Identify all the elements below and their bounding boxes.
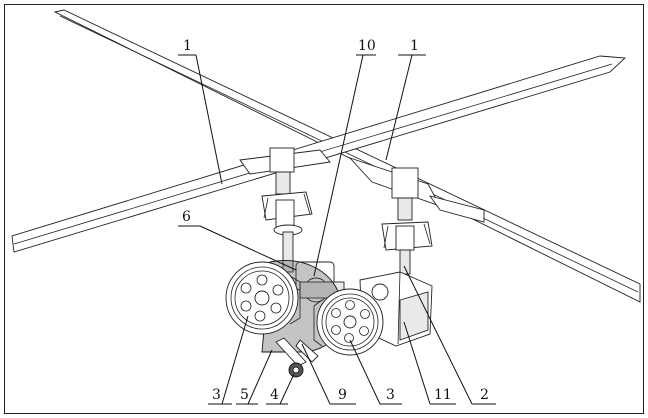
label-2: 2 (480, 387, 489, 403)
label-9: 9 (338, 387, 347, 403)
figure-frame (4, 4, 644, 414)
label-1-right: 1 (410, 38, 419, 54)
leader-lines (178, 54, 496, 405)
label-4: 4 (270, 387, 279, 403)
label-6: 6 (182, 209, 191, 225)
label-3-left: 3 (212, 387, 221, 403)
label-10: 10 (358, 38, 376, 54)
label-11: 11 (434, 387, 452, 403)
left-pulley (225, 261, 301, 335)
right-pulley (313, 288, 384, 356)
label-1-left: 1 (183, 38, 192, 54)
label-3-right: 3 (386, 387, 395, 403)
right-rotor-hub (348, 157, 485, 275)
central-shaft-assembly (295, 261, 345, 303)
tension-linkage (275, 337, 319, 378)
label-5: 5 (240, 387, 249, 403)
left-rotor-hub (239, 147, 331, 273)
rotor-blade-a (53, 9, 641, 303)
